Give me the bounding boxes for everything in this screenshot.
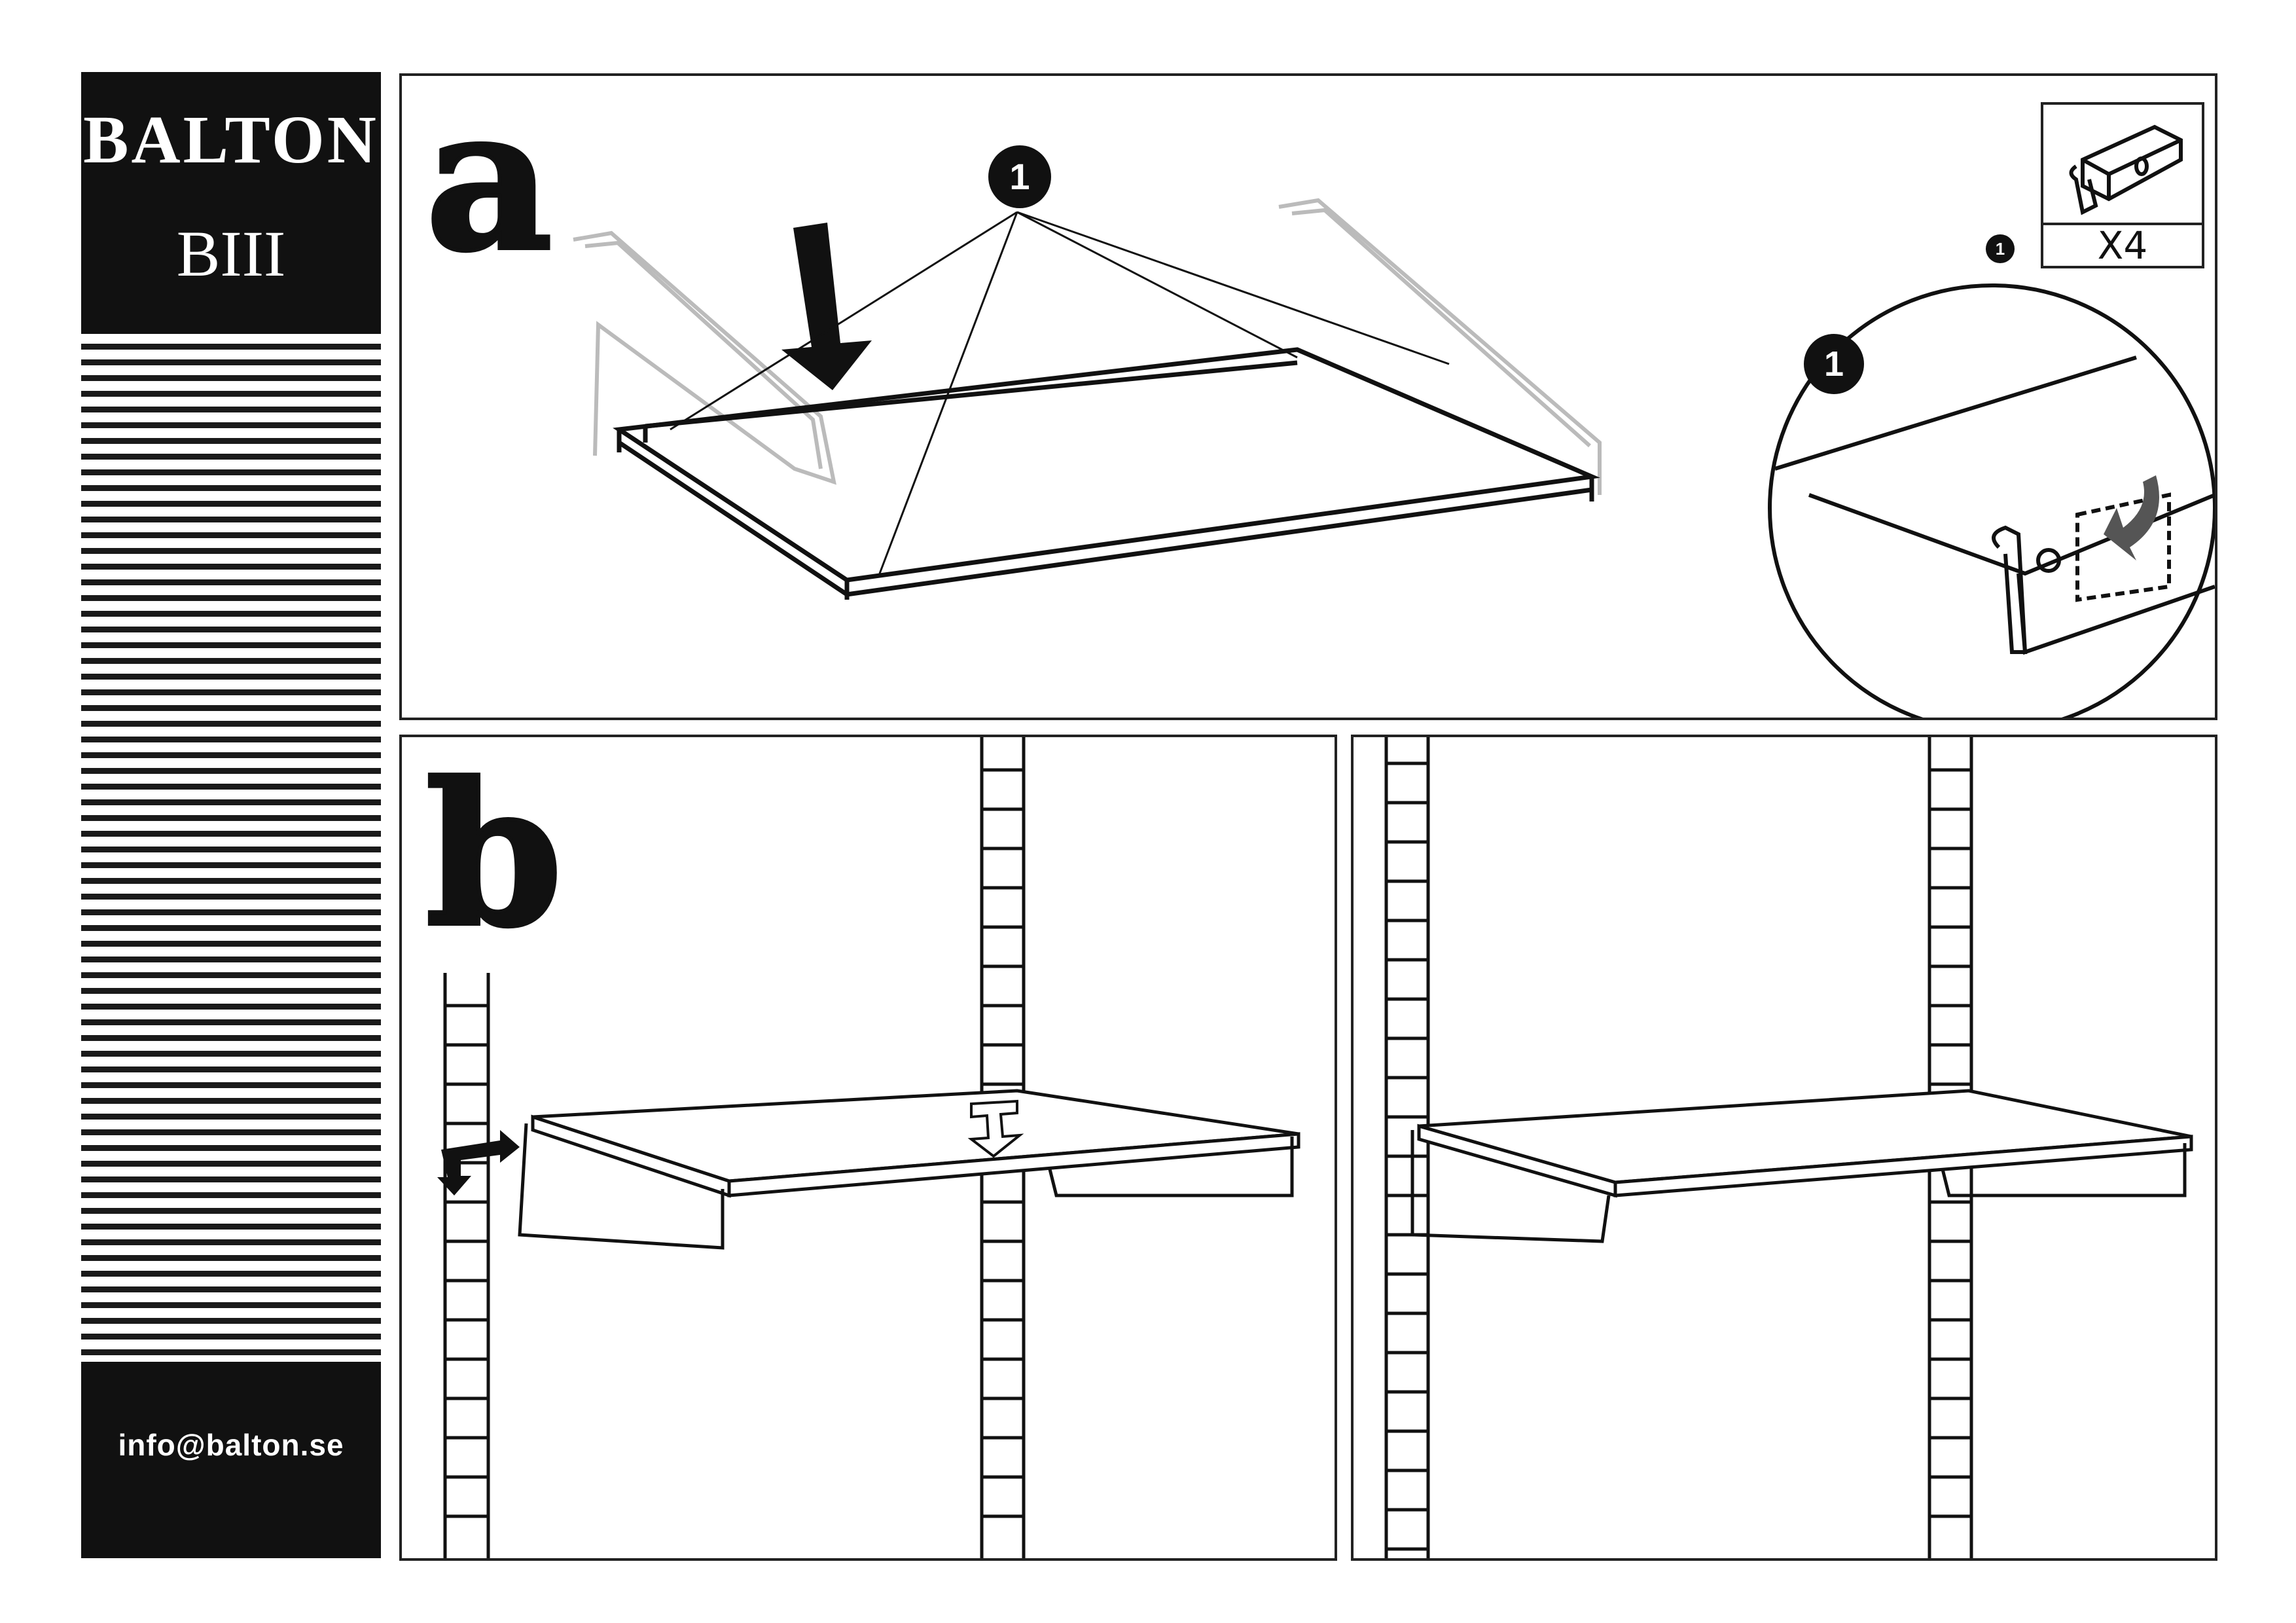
parts-quantity: X4 — [2097, 223, 2148, 268]
shelf-brackets — [518, 1123, 1294, 1250]
callout-badge-parts: 1 — [1986, 234, 2015, 263]
drop-arrow-icon — [967, 1099, 1024, 1158]
shelf-board — [1417, 1089, 2193, 1198]
shelf-frame — [613, 347, 1600, 600]
contact-block: info@balton.se — [81, 1362, 381, 1558]
hook-arrow-icon — [437, 1130, 520, 1195]
wall-rail-left — [443, 973, 490, 1558]
contact-email: info@balton.se — [118, 1428, 344, 1462]
shelf-mounted-illustration — [1384, 737, 2193, 1558]
shelf-insert-illustration — [437, 737, 1300, 1558]
parts-box: X4 — [2041, 102, 2204, 268]
decorative-stripes — [81, 334, 381, 1362]
callout-badge-main: 1 — [988, 145, 1051, 208]
insert-arrow-icon — [781, 223, 872, 390]
brand-logo: BALTON — [83, 102, 379, 177]
ghost-bracket-right — [1278, 198, 1602, 495]
step-a-letter: a — [423, 64, 554, 295]
callout-badge-detail: 1 — [1804, 334, 1864, 394]
model-code: BIII — [176, 217, 286, 290]
brand-block: BALTON BIII — [81, 72, 381, 334]
rotate-arrow-icon — [2104, 475, 2159, 560]
parts-divider — [2043, 223, 2202, 225]
callout-leaders — [670, 211, 1450, 574]
wall-rail-left — [1384, 737, 1430, 1558]
step-b-panel-insert: b — [399, 735, 1337, 1561]
shelf-clip-icon — [2069, 124, 2183, 215]
ghost-bracket-left — [573, 230, 836, 485]
shelf-brackets — [1410, 1130, 2187, 1243]
detail-magnifier — [1768, 283, 2215, 718]
step-b-letter: b — [423, 739, 565, 970]
step-b-panel-mounted — [1351, 735, 2217, 1561]
shelf-board — [531, 1089, 1300, 1198]
step-a-panel: a — [399, 73, 2217, 720]
shelf-frame-illustration — [573, 198, 2215, 718]
